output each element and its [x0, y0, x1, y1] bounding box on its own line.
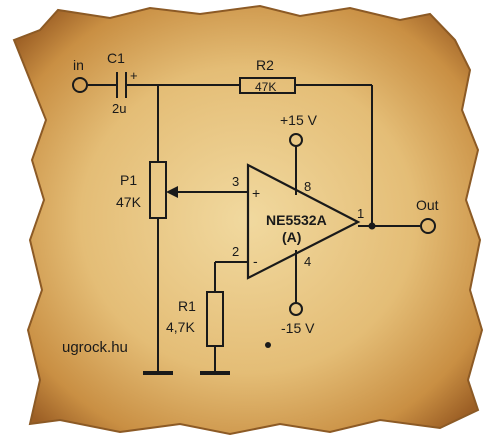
r1-value: 4,7K	[166, 319, 195, 335]
output-terminal	[420, 218, 436, 234]
opamp-triangle	[246, 163, 361, 280]
r2-name: R2	[256, 57, 274, 73]
credit-text: ugrock.hu	[62, 339, 128, 356]
wiper-arrowhead	[166, 186, 178, 198]
pin3-label: 3	[232, 174, 239, 189]
output-label: Out	[416, 197, 439, 213]
supply-positive-label: +15 V	[280, 112, 318, 128]
pin2-label: 2	[232, 244, 239, 259]
stray-dot	[265, 342, 271, 348]
input-label: in	[73, 57, 84, 73]
r2-value: 47K	[255, 80, 276, 94]
supply-negative-label: -15 V	[281, 320, 315, 336]
pin4-label: 4	[304, 254, 311, 269]
plus-sign: +	[252, 185, 260, 201]
p1-name: P1	[120, 172, 137, 188]
c1-value: 2u	[112, 101, 126, 116]
r1-name: R1	[178, 298, 196, 314]
pin8-label: 8	[304, 179, 311, 194]
p1-value: 47K	[116, 194, 142, 210]
pin1-label: 1	[357, 206, 364, 221]
opamp-unit-label: (A)	[282, 229, 301, 245]
input-terminal	[72, 77, 88, 93]
c1-name: C1	[107, 50, 125, 66]
vminus-terminal	[289, 302, 303, 316]
output-node-dot	[368, 222, 376, 230]
vplus-terminal	[289, 133, 303, 147]
minus-sign: -	[253, 253, 258, 269]
c1-polarity: +	[130, 68, 138, 83]
opamp-part-label: NE5532A	[266, 212, 327, 228]
